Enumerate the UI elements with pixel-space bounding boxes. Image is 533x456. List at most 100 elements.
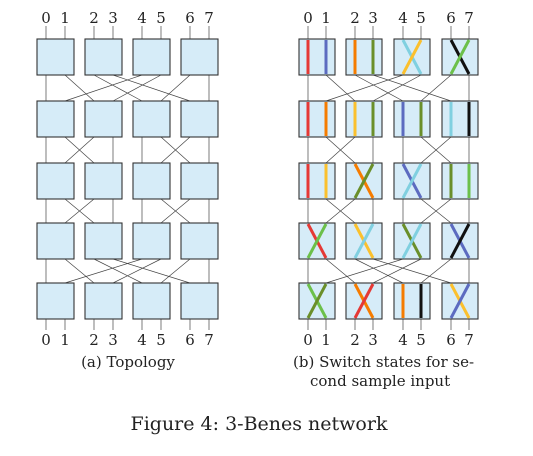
input-label: 2: [89, 9, 99, 27]
link-wire: [64, 258, 143, 284]
link-wire: [420, 74, 452, 102]
link-wire: [112, 74, 191, 102]
input-label: 1: [321, 9, 331, 27]
input-label: 5: [156, 9, 166, 27]
switch-box: [132, 38, 171, 76]
input-label: 4: [137, 9, 147, 27]
output-label: 1: [60, 331, 70, 349]
input-label: 7: [464, 9, 474, 27]
link-wire: [64, 74, 143, 102]
input-label: 6: [185, 9, 195, 27]
switch-path: [401, 163, 423, 199]
switch-box: [36, 162, 75, 200]
link-wire: [372, 258, 452, 284]
input-label: 0: [303, 9, 313, 27]
switch-path: [449, 223, 471, 259]
switch-box: [441, 100, 479, 138]
switch-box: [84, 282, 123, 320]
input-label: 0: [41, 9, 51, 27]
input-label: 1: [60, 9, 70, 27]
switch-box: [298, 100, 336, 138]
switch-box: [180, 100, 219, 138]
output-label: 0: [41, 331, 51, 349]
switch-box: [36, 38, 75, 76]
input-label: 4: [398, 9, 408, 27]
input-label: 3: [368, 9, 378, 27]
link-wire: [325, 258, 356, 284]
output-label: 4: [398, 331, 408, 349]
link-wire: [112, 258, 162, 284]
output-label: 7: [204, 331, 214, 349]
link-wire: [325, 74, 356, 102]
switch-box: [132, 222, 171, 260]
switch-path: [401, 223, 423, 259]
link-wire: [372, 258, 422, 284]
link-wire: [354, 74, 404, 102]
switch-states-caption-line1: (b) Switch states for se-: [293, 353, 474, 371]
switch-path: [306, 283, 328, 319]
input-label: 7: [204, 9, 214, 27]
link-wire: [160, 198, 191, 224]
switch-box: [393, 100, 431, 138]
switch-path: [306, 223, 328, 259]
link-wire: [325, 198, 356, 224]
input-label: 2: [350, 9, 360, 27]
output-label: 6: [446, 331, 456, 349]
link-wire: [93, 74, 143, 102]
switch-states-caption-line2: cond sample input: [310, 372, 450, 390]
switch-box: [345, 100, 383, 138]
output-label: 4: [137, 331, 147, 349]
switch-box: [132, 282, 171, 320]
link-wire: [420, 198, 452, 224]
switch-box: [84, 100, 123, 138]
switch-box: [345, 38, 383, 76]
link-wire: [372, 74, 422, 102]
output-label: 2: [89, 331, 99, 349]
link-wire: [112, 74, 162, 102]
link-wire: [325, 74, 404, 102]
output-label: 2: [350, 331, 360, 349]
link-wire: [354, 258, 404, 284]
switch-box: [393, 282, 431, 320]
output-label: 1: [321, 331, 331, 349]
link-wire: [420, 258, 452, 284]
link-wire: [112, 258, 191, 284]
output-label: 0: [303, 331, 313, 349]
switch-path: [401, 39, 423, 75]
link-wire: [160, 74, 191, 102]
switch-box: [36, 282, 75, 320]
switch-box: [84, 162, 123, 200]
link-wire: [325, 258, 404, 284]
switch-box: [298, 38, 336, 76]
figure-caption: Figure 4: 3-Benes network: [131, 413, 388, 435]
switch-path: [449, 39, 471, 75]
switch-path: [353, 223, 375, 259]
switch-box: [441, 162, 479, 200]
link-wire: [64, 198, 95, 224]
switch-box: [84, 38, 123, 76]
input-label: 5: [416, 9, 426, 27]
switch-path: [353, 283, 375, 319]
switch-path: [353, 163, 375, 199]
output-label: 7: [464, 331, 474, 349]
link-wire: [160, 136, 191, 164]
switch-path: [449, 283, 471, 319]
switch-box: [132, 162, 171, 200]
switch-box: [36, 100, 75, 138]
switch-box: [132, 100, 171, 138]
link-wire: [64, 136, 95, 164]
link-wire: [372, 74, 452, 102]
output-label: 3: [368, 331, 378, 349]
link-wire: [64, 74, 95, 102]
switch-box: [36, 222, 75, 260]
link-wire: [160, 258, 191, 284]
input-label: 3: [108, 9, 118, 27]
switch-box: [180, 38, 219, 76]
link-wire: [325, 136, 356, 164]
link-wire: [420, 136, 452, 164]
link-wire: [64, 258, 95, 284]
switch-box: [180, 222, 219, 260]
